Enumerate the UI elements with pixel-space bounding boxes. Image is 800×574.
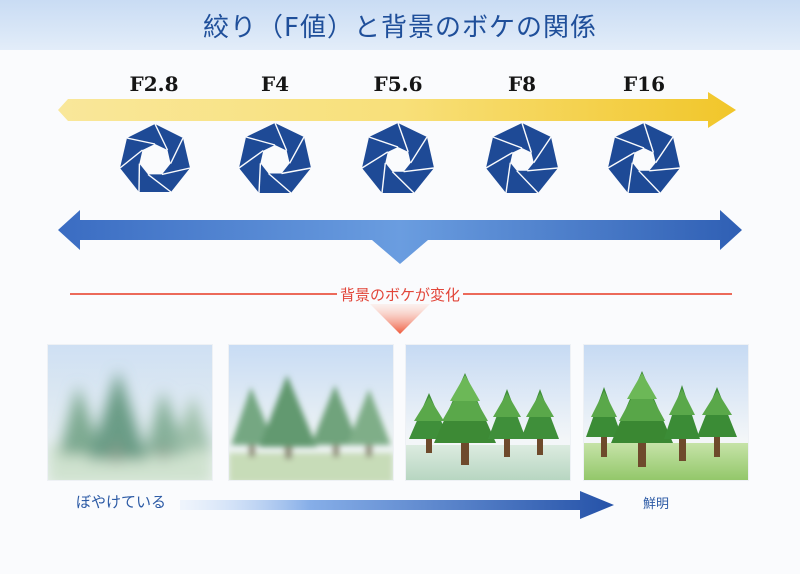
bokeh-change-label-wrap: 背景のボケが変化 <box>0 284 800 305</box>
f-stop-arrow-icon <box>58 92 736 128</box>
f-stop-label: F2.8 <box>129 72 179 96</box>
red-down-arrow-icon <box>370 304 430 334</box>
sharp-label: 鮮明 <box>643 497 670 512</box>
photo-slightly-blurred <box>228 344 394 481</box>
sharpness-arrow-icon <box>180 491 614 519</box>
photo-very-blurred <box>47 344 213 481</box>
header-bar: 絞り（F値）と背景のボケの関係 <box>0 0 800 50</box>
aperture-icon <box>606 122 682 198</box>
aperture-wide-open-icon <box>117 122 193 198</box>
page-title: 絞り（F値）と背景のボケの関係 <box>203 12 597 43</box>
blurred-label: ぼやけている <box>76 493 167 511</box>
f-stop-label: F4 <box>260 72 290 96</box>
photo-sharp <box>405 344 571 481</box>
aperture-icon <box>360 122 436 198</box>
aperture-icon <box>237 122 313 198</box>
photo-sharpest <box>583 344 749 481</box>
range-double-arrow-icon <box>58 210 742 264</box>
f-stop-label: F5.6 <box>373 72 423 96</box>
f-stop-label: F16 <box>622 72 666 96</box>
bokeh-change-label: 背景のボケが変化 <box>336 286 463 304</box>
aperture-icon <box>484 122 560 198</box>
f-stop-label: F8 <box>507 72 537 96</box>
